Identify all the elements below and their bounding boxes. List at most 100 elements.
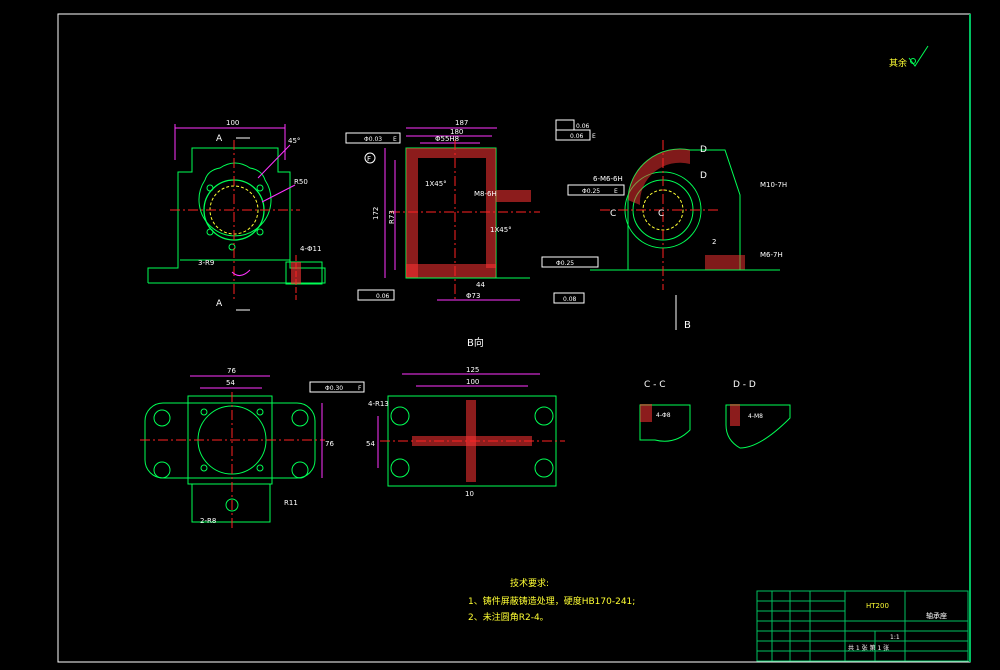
side-dim-2: 2	[712, 238, 716, 246]
top-view: 76 54 Φ0.30 F 76 R11 2-R8	[140, 367, 365, 530]
front-hole-2	[256, 184, 264, 192]
front-side-detail	[285, 261, 323, 285]
side-tol-frame	[567, 184, 625, 196]
top-dim-inner: 54	[226, 379, 235, 387]
sec-bottom-dim: Φ73	[466, 292, 480, 300]
tol-perp-top: 0.06	[570, 133, 584, 140]
side-d-bottom: D	[700, 171, 707, 181]
side-c-center: C	[658, 209, 664, 219]
bot-hole-bl	[390, 458, 410, 478]
sec-hatch-left	[406, 148, 418, 278]
sec-hatch-bottom	[406, 264, 496, 278]
sec-dim-top: 187	[455, 119, 468, 127]
section-dd: D - D 4-M8	[725, 380, 791, 449]
tb-name: 轴承座	[926, 611, 947, 620]
front-leader-angle	[257, 144, 291, 179]
tb-sheet: 共 1 张 第 1 张	[848, 644, 889, 652]
top-right-dim: 76	[325, 440, 334, 448]
roughness-label: 其余	[889, 57, 907, 69]
datum-f-label: F	[367, 155, 371, 163]
border-outer	[57, 13, 971, 663]
tol-frame-flat-top	[555, 119, 575, 131]
title-block: HT200 轴承座 1:1 共 1 张 第 1 张	[756, 590, 969, 662]
side-small-note: M6-7H	[760, 251, 783, 259]
front-body-outline	[147, 147, 326, 284]
top-small-hole-4	[256, 464, 264, 472]
top-hole-bl	[153, 461, 171, 479]
bot-rib-dim: 10	[465, 490, 474, 498]
tb-scale: 1:1	[890, 634, 900, 641]
tol-flat-bottom: 0.06	[376, 293, 390, 300]
roughness-note: 其余	[889, 45, 929, 69]
side-c-left: C	[610, 209, 616, 219]
section-view: 187 180 Φ55H8 172 R73 1X45° 1X45° M8-6H …	[345, 119, 596, 349]
front-flange	[198, 162, 272, 237]
bot-hole-br	[534, 458, 554, 478]
sec-hatch-top	[418, 148, 486, 158]
top-small-hole-1	[200, 408, 208, 416]
sec-dim-sub: 180	[450, 128, 463, 136]
side-hole-note: 6-M6-6H	[593, 175, 623, 183]
front-hole-1	[206, 184, 214, 192]
side-b-label: B	[684, 320, 691, 331]
tol-frame-perp-top	[555, 129, 591, 141]
top-lower-boss	[191, 483, 271, 523]
top-tol-frame	[309, 381, 365, 393]
front-hole-note: 3-R9	[198, 259, 214, 267]
cc-outline	[639, 404, 691, 442]
side-d-top: D	[700, 145, 707, 155]
bot-left-dim: 54	[366, 440, 375, 448]
side-hatch-base	[705, 255, 745, 270]
sec-bore-dim: Φ55H8	[435, 135, 459, 143]
side-bottom-tol-frame	[541, 256, 599, 268]
front-radius-text: R50	[294, 178, 308, 186]
tol-frame-flat-bottom	[357, 289, 395, 301]
sec-boss	[496, 190, 531, 202]
side-view: D D C C 6-M6-6H Φ0.25 E M10-7H M6-7H Φ0.…	[541, 140, 787, 331]
tol-frame-perp-bottom	[553, 292, 585, 304]
front-side-hole-note: 4-Φ11	[300, 245, 321, 253]
section-cc: C - C 4-Φ8	[639, 380, 691, 442]
top-tol: Φ0.30	[325, 385, 343, 392]
tol-perp-bottom: 0.08	[563, 296, 577, 303]
tol-flat-top: 0.06	[576, 123, 590, 130]
sec-hatch-right	[486, 148, 496, 268]
bot-hole-tl	[390, 406, 410, 426]
sec-chamfer-2: 1X45°	[490, 226, 512, 234]
top-hole-tl	[153, 409, 171, 427]
tol-datum-e-top: E	[592, 133, 596, 140]
bot-dim-inner: 100	[466, 378, 479, 386]
bottom-view: 125 100 4-R13 54 10	[366, 366, 565, 498]
cc-label: C - C	[644, 380, 666, 390]
sec-left-dim-1: 172	[372, 207, 380, 220]
notes-line-2: 2、未注圆角R2-4。	[468, 611, 549, 623]
top-small-hole-2	[256, 408, 264, 416]
tol-datum-e-left: E	[393, 136, 397, 143]
tb-material: HT200	[866, 602, 889, 610]
bot-hole-tr	[534, 406, 554, 426]
notes-line-1: 1、铸件屏蔽铸造处理，硬度HB170-241;	[468, 595, 635, 607]
front-dim-top: 100	[226, 119, 239, 127]
sec-bottom-mid: 44	[476, 281, 485, 289]
front-view: 100 A 45° R50 3-R9 4-Φ11 A	[147, 119, 326, 311]
front-section-a-bottom: A	[216, 299, 223, 309]
tb-outer	[756, 590, 969, 662]
datum-f-circle-icon	[364, 152, 376, 164]
dd-label: D - D	[733, 380, 756, 390]
dd-hole-note: 4-M8	[748, 413, 763, 420]
front-section-a-top: A	[216, 134, 223, 144]
top-dim-top: 76	[227, 367, 236, 375]
roughness-circle-icon	[910, 58, 916, 64]
front-hole-3	[206, 228, 214, 236]
dd-hatch	[730, 404, 740, 426]
top-hole-note: R11	[284, 499, 298, 507]
bot-dim-top: 125	[466, 366, 479, 374]
top-bottom-hole	[225, 498, 239, 512]
front-angle-text: 45°	[288, 137, 300, 145]
side-right-note: M10-7H	[760, 181, 787, 189]
side-hatch-arc	[628, 149, 690, 205]
top-small-hole-3	[200, 464, 208, 472]
tol-perp-left: Φ0.03	[364, 136, 382, 143]
